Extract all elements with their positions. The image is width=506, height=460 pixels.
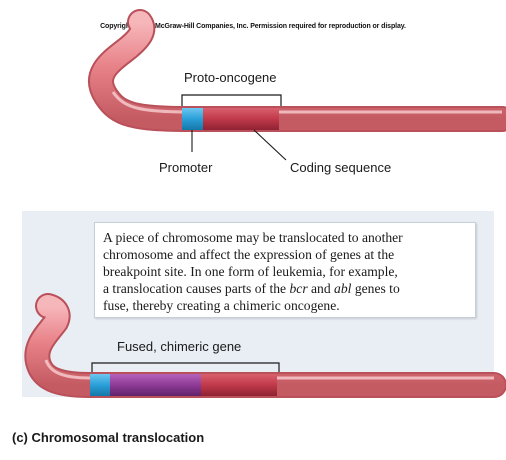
description-line-4-end: genes to [351,281,400,296]
gene-bcr: bcr [289,281,308,296]
abl-coding-segment [201,374,277,396]
description-line-3: breakpoint site. In one form of leukemia… [103,264,398,279]
description-line-1: A piece of chromosome may be translocate… [103,230,403,245]
promoter-label: Promoter [159,160,213,175]
promoter-segment [182,108,203,130]
description-line-4-mid: and [307,281,335,296]
figure-caption: (c) Chromosomal translocation [12,430,205,445]
chimeric-gene-bracket [91,362,280,372]
chromosome-strand-lower [26,295,505,396]
coding-sequence-label: Coding sequence [290,160,392,175]
promoter-segment-lower [90,374,110,396]
gene-abl: abl [334,281,352,296]
bcr-segment [110,374,201,396]
chromosome-strand [90,11,506,130]
proto-oncogene-bracket [181,94,282,106]
copyright-notice: Copyright © The McGraw-Hill Companies, I… [100,23,406,30]
proto-oncogene-diagram [88,9,506,161]
chimeric-gene-label: Fused, chimeric gene [117,339,242,354]
description-line-2: chromosome and affect the expression of … [103,247,395,262]
description-line-4: a translocation causes parts of the bcr … [103,280,467,297]
description-line-4-start: a translocation causes parts of the [103,281,290,296]
coding-sequence-segment [203,108,279,130]
proto-oncogene-label: Proto-oncogene [184,70,277,85]
description-line-5: fuse, thereby creating a chimeric oncoge… [103,298,340,313]
coding-leader-line [253,129,287,161]
translocation-description: A piece of chromosome may be translocate… [94,222,476,318]
